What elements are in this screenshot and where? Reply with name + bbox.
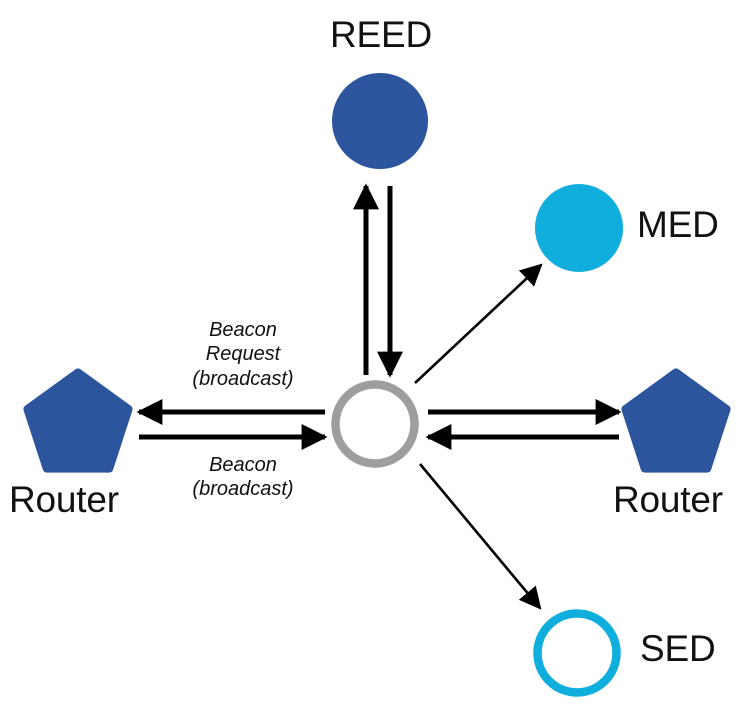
node-label-reed: REED — [330, 14, 432, 55]
edge-label-beacon: Beacon (broadcast) — [192, 454, 294, 501]
node-router-right[interactable] — [621, 368, 731, 473]
node-reed[interactable] — [332, 73, 428, 169]
node-sed[interactable] — [533, 609, 621, 697]
edge-center-to-med — [414, 263, 543, 384]
node-med[interactable] — [535, 184, 623, 272]
node-label-router-right: Router — [613, 479, 723, 520]
node-label-med: MED — [637, 204, 719, 245]
node-router-left[interactable] — [23, 368, 133, 473]
edge-label-beacon-request: Beacon Request (broadcast) — [192, 319, 294, 390]
edge-center-to-sed — [419, 463, 542, 610]
node-label-sed: SED — [640, 628, 716, 669]
node-label-router-left: Router — [9, 479, 119, 520]
node-center-leader[interactable] — [331, 380, 419, 468]
